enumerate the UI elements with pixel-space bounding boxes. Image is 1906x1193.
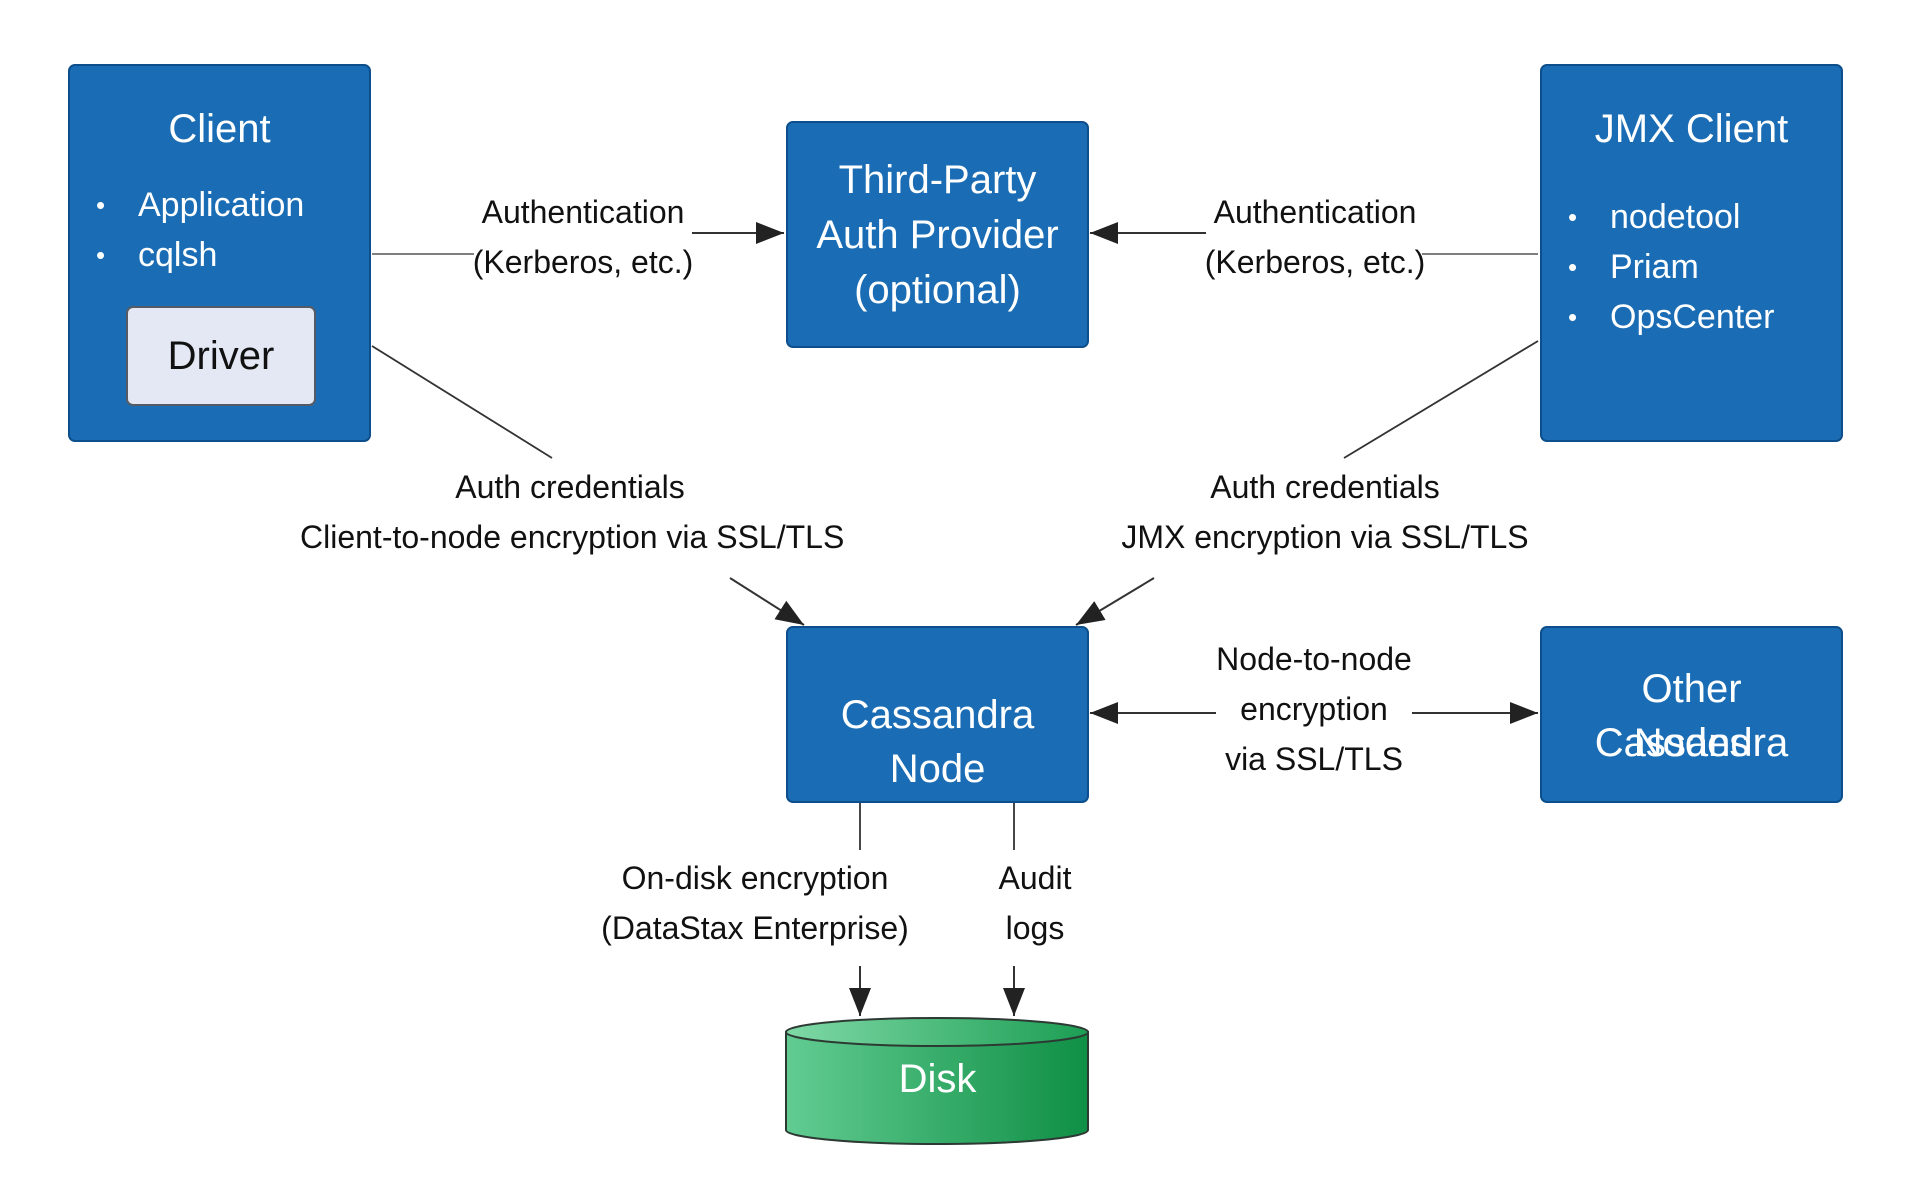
label-ondisk-line-1: On-disk encryption: [621, 860, 889, 896]
auth-provider-box: Third-Party Auth Provider (optional): [786, 121, 1089, 348]
label-jmx-to-node-line-1: Auth credentials: [1210, 469, 1440, 505]
label-jmx-auth-line-1: Authentication: [1213, 194, 1417, 230]
auth-provider-title-line-1: Third-Party: [838, 158, 1037, 202]
label-audit-line-1: Audit: [998, 860, 1072, 896]
label-node-to-node-line-3: via SSL/TLS: [1225, 741, 1403, 777]
label-jmx-to-node-line-2: JMX encryption via SSL/TLS: [1121, 519, 1529, 555]
client-title: Client: [168, 107, 271, 151]
other-nodes-box: Other Cassandra Nodes: [1540, 626, 1843, 803]
client-item-cqlsh: cqlsh: [70, 230, 304, 280]
label-jmx-to-node: Auth credentials JMX encryption via SSL/…: [1110, 462, 1540, 562]
label-client-to-node: Auth credentials Client-to-node encrypti…: [300, 462, 845, 562]
jmx-item-priam: Priam: [1542, 242, 1774, 292]
cassandra-node-title: Cassandra Node: [840, 693, 1035, 791]
label-client-auth-line-1: Authentication: [481, 194, 685, 230]
label-client-auth: Authentication (Kerberos, etc.): [460, 187, 706, 287]
jmx-client-title: JMX Client: [1594, 107, 1789, 151]
label-client-to-node-line-2: Client-to-node encryption via SSL/TLS: [300, 519, 845, 555]
jmx-client-items-list: nodetool Priam OpsCenter: [1542, 192, 1774, 342]
label-node-to-node-line-2: encryption: [1240, 691, 1388, 727]
edge-client-to-node-arrow: [729, 577, 805, 626]
label-client-auth-line-2: (Kerberos, etc.): [472, 244, 694, 280]
label-client-to-node-line-1: Auth credentials: [455, 469, 685, 505]
other-nodes-title-line-2: Nodes: [1633, 721, 1750, 765]
driver-box: Driver: [126, 306, 316, 406]
label-audit-line-2: logs: [1005, 910, 1065, 946]
edge-client-to-node-line: [371, 345, 553, 459]
disk-cylinder: [785, 1017, 1089, 1145]
label-ondisk: On-disk encryption (DataStax Enterprise): [600, 853, 910, 953]
jmx-item-nodetool: nodetool: [1542, 192, 1774, 242]
label-node-to-node-line-1: Node-to-node: [1216, 641, 1412, 677]
client-box: Client Application cqlsh Driver: [68, 64, 371, 442]
cassandra-node-box: Cassandra Node: [786, 626, 1089, 803]
label-jmx-auth: Authentication (Kerberos, etc.): [1192, 187, 1438, 287]
label-audit: Audit logs: [980, 853, 1090, 953]
other-nodes-title-line-1: Other Cassandra: [1594, 667, 1789, 765]
client-item-application: Application: [70, 180, 304, 230]
edge-jmx-to-node-arrow: [1075, 577, 1155, 626]
jmx-client-box: JMX Client nodetool Priam OpsCenter: [1540, 64, 1843, 442]
auth-provider-title-line-2: Auth Provider: [816, 213, 1059, 257]
client-items-list: Application cqlsh: [70, 180, 304, 280]
auth-provider-title-line-3: (optional): [854, 268, 1021, 312]
label-node-to-node: Node-to-node encryption via SSL/TLS: [1210, 634, 1418, 784]
label-jmx-auth-line-2: (Kerberos, etc.): [1204, 244, 1426, 280]
jmx-item-opscenter: OpsCenter: [1542, 292, 1774, 342]
edge-jmx-to-node-line: [1343, 340, 1539, 459]
label-ondisk-line-2: (DataStax Enterprise): [601, 910, 909, 946]
disk-label: Disk: [898, 1057, 977, 1101]
